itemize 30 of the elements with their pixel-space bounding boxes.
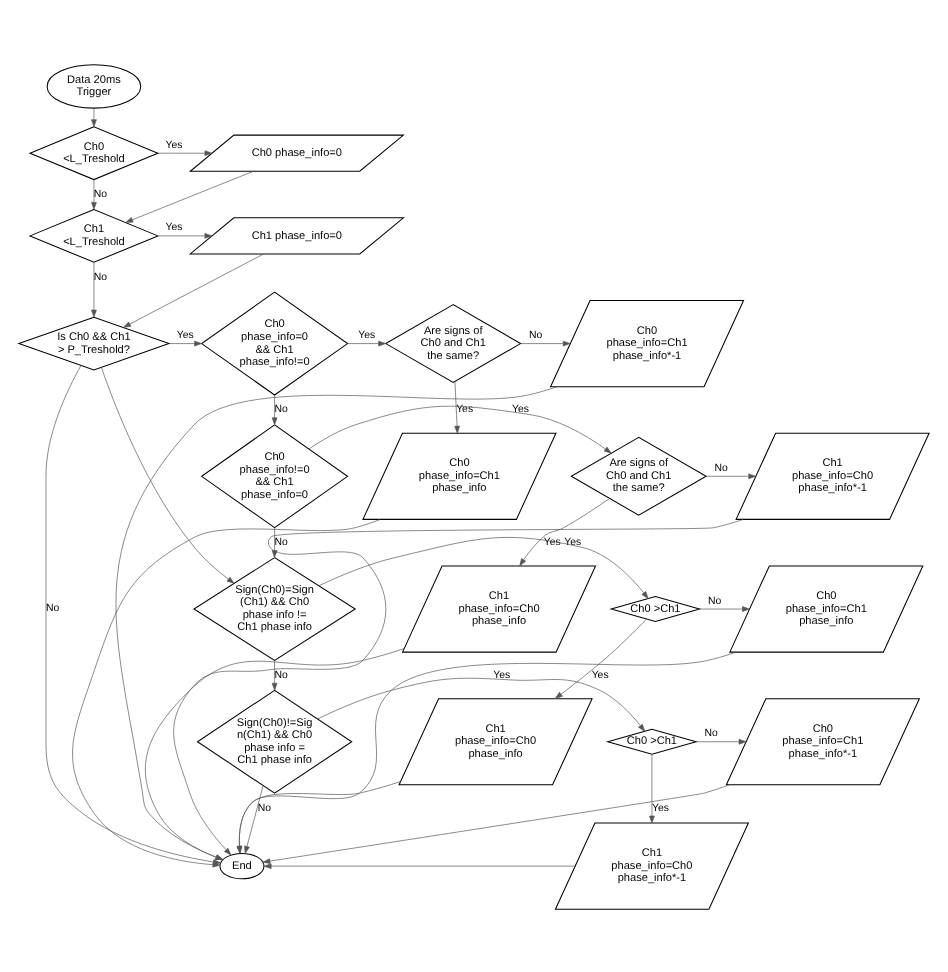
arrow: [168, 339, 202, 346]
arrow: [705, 472, 756, 479]
arrow: [173, 518, 744, 855]
arrow: [271, 393, 278, 425]
arrow: [520, 339, 571, 346]
arrow: [263, 862, 576, 868]
arrow: [318, 536, 649, 598]
arrow: [91, 178, 97, 209]
arrow: [123, 252, 264, 327]
arrow: [649, 753, 655, 823]
arrow: [317, 676, 645, 731]
arrow: [91, 260, 97, 317]
arrow: [308, 404, 612, 453]
arrow: [101, 366, 235, 583]
arrow: [157, 149, 213, 155]
arrow: [519, 497, 610, 566]
arrow: [454, 380, 460, 433]
arrow: [91, 106, 97, 126]
arrow: [157, 232, 213, 238]
arrow: [125, 170, 254, 222]
arrow: [699, 605, 750, 611]
arrow: [236, 650, 737, 853]
arrow: [262, 783, 730, 863]
arrow: [555, 617, 647, 698]
arrow: [347, 339, 386, 346]
arrow: [244, 784, 264, 853]
arrow: [271, 526, 278, 557]
arrow: [271, 659, 278, 690]
arrow: [695, 737, 747, 744]
arrow: [236, 780, 401, 853]
